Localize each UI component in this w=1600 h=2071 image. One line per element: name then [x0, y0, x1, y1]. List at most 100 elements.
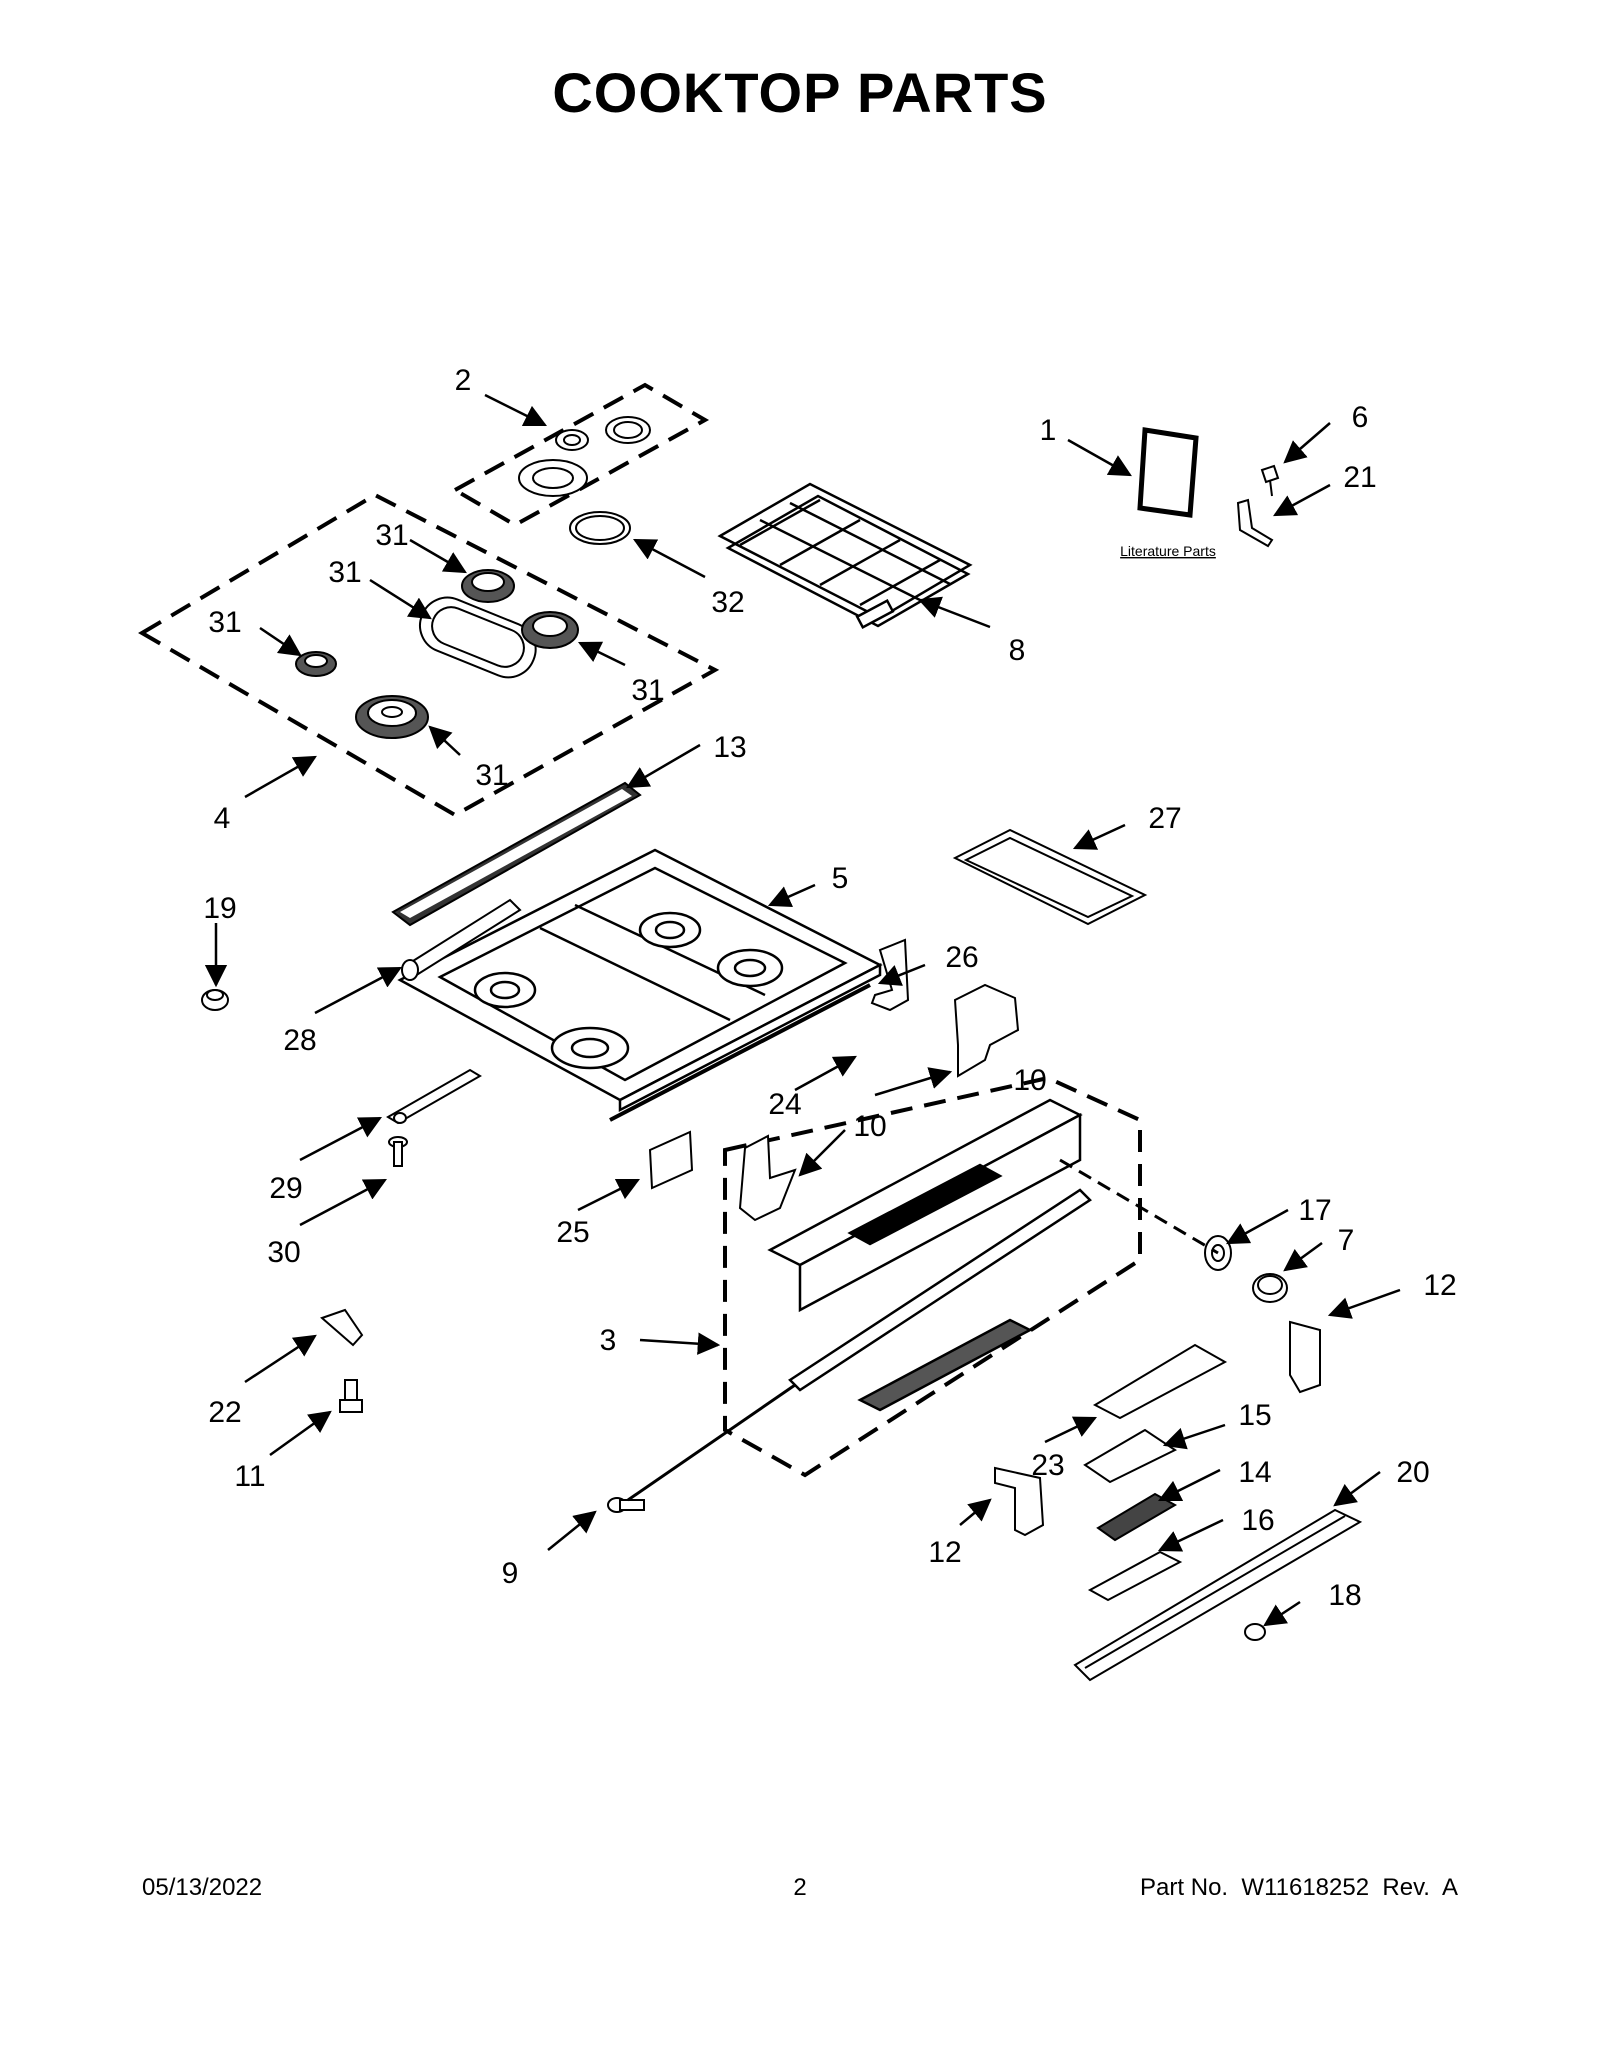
- clip: [1236, 498, 1274, 548]
- callout-28: 28: [283, 1024, 316, 1057]
- trim-strip: [1073, 1508, 1363, 1682]
- grommet: [201, 989, 229, 1011]
- side-bracket: [738, 1134, 797, 1222]
- callout-30: 30: [267, 1236, 300, 1269]
- callout-18: 18: [1328, 1579, 1361, 1612]
- callout-32: 32: [711, 586, 744, 619]
- footer-part-number: Part No. W11618252 Rev. A: [1140, 1874, 1458, 1901]
- control-panel-assembly: [767, 1098, 1092, 1412]
- leader-30: [299, 1178, 387, 1227]
- leader-23: [1044, 1416, 1098, 1444]
- end-cap: [1289, 1320, 1321, 1394]
- callout-2: 2: [455, 364, 472, 397]
- leader-18: [1263, 1600, 1301, 1627]
- leveling-foot: [1244, 1623, 1266, 1641]
- leader-27: [1072, 823, 1126, 850]
- burner-rail: [391, 781, 642, 927]
- oval-burner: [419, 596, 537, 679]
- footer-page-number: 2: [793, 1874, 807, 1901]
- leader-20: [1333, 1470, 1381, 1507]
- leader-22: [244, 1334, 317, 1384]
- leader-26: [877, 963, 926, 986]
- callout-31d: 31: [631, 674, 664, 707]
- leader-5: [767, 883, 816, 908]
- callout-12a: 12: [1423, 1269, 1456, 1302]
- leader-9: [547, 1510, 597, 1551]
- callout-31c: 31: [208, 606, 241, 639]
- leader-7: [1283, 1241, 1323, 1272]
- leader-28: [314, 966, 402, 1015]
- leader-3: [639, 1332, 721, 1355]
- page-title: COOKTOP PARTS: [552, 61, 1048, 124]
- leader-17: [1226, 1208, 1289, 1245]
- griddle-plate: [952, 828, 1148, 926]
- callout-24: 24: [768, 1088, 801, 1121]
- leader-4: [244, 755, 317, 799]
- bracket: [320, 1308, 364, 1347]
- board-cover: [1087, 1550, 1183, 1602]
- callout-21: 21: [1343, 461, 1376, 494]
- callout-27: 27: [1148, 802, 1181, 835]
- burner-head: [355, 695, 429, 739]
- leader-31c: [259, 626, 302, 657]
- literature-booklet: [1137, 427, 1199, 518]
- screw: [607, 1497, 645, 1513]
- callout-8: 8: [1009, 634, 1026, 667]
- burner-cap-set: [518, 416, 651, 497]
- callout-26: 26: [945, 941, 978, 974]
- callout-25: 25: [556, 1216, 589, 1249]
- callout-29: 29: [269, 1172, 302, 1205]
- control-knob: [1252, 1273, 1288, 1303]
- leader-6: [1283, 422, 1331, 464]
- literature-parts-label: Literature Parts: [1120, 543, 1216, 559]
- leader-15: [1162, 1423, 1226, 1450]
- callout-16: 16: [1241, 1504, 1274, 1537]
- leader-2: [484, 393, 548, 427]
- callout-3: 3: [600, 1324, 617, 1357]
- callout-31a: 31: [375, 519, 408, 552]
- screw: [1260, 464, 1280, 497]
- callout-9: 9: [502, 1557, 519, 1590]
- callout-14: 14: [1238, 1456, 1271, 1489]
- callout-4: 4: [214, 802, 231, 835]
- control-board: [1096, 1492, 1178, 1542]
- leader-25: [577, 1178, 641, 1212]
- burner-head: [521, 611, 579, 649]
- callout-20: 20: [1396, 1456, 1429, 1489]
- burner-head: [461, 569, 515, 603]
- leader-11: [269, 1410, 332, 1457]
- callout-10a: 10: [853, 1110, 886, 1143]
- burner-head: [295, 651, 337, 677]
- kit-4-dashed-box: [138, 492, 720, 818]
- display-housing: [1083, 1428, 1177, 1484]
- cooktop-main-top: [397, 848, 883, 1113]
- callout-7: 7: [1338, 1224, 1355, 1257]
- leader-32: [633, 538, 706, 579]
- leader-14: [1157, 1468, 1221, 1502]
- leader-13: [626, 743, 701, 789]
- leveling-leg: [339, 1379, 363, 1413]
- callout-23: 23: [1031, 1449, 1064, 1482]
- callout-11: 11: [234, 1460, 265, 1493]
- callout-17: 17: [1298, 1194, 1331, 1227]
- heat-shield-plate: [648, 1130, 694, 1190]
- leader-31e: [428, 725, 461, 756]
- kit-3-dashed-box: [723, 1075, 1142, 1478]
- callout-12b: 12: [928, 1536, 961, 1569]
- burner-ring: [569, 511, 631, 545]
- leader-8: [917, 596, 991, 629]
- callout-1: 1: [1040, 414, 1057, 447]
- gasket: [1092, 1343, 1228, 1420]
- manifold-tube: [401, 898, 522, 981]
- leader-10b: [874, 1067, 953, 1097]
- callout-31b: 31: [328, 556, 361, 589]
- callout-13: 13: [713, 731, 746, 764]
- kit-2-dashed-box: [450, 382, 710, 528]
- leader-12a: [1327, 1288, 1401, 1319]
- leader-21: [1273, 483, 1331, 517]
- leader-31b: [369, 578, 432, 620]
- callout-19: 19: [203, 892, 236, 925]
- callout-15: 15: [1238, 1399, 1271, 1432]
- seal-strip: [609, 983, 871, 1122]
- end-cap: [994, 1466, 1045, 1537]
